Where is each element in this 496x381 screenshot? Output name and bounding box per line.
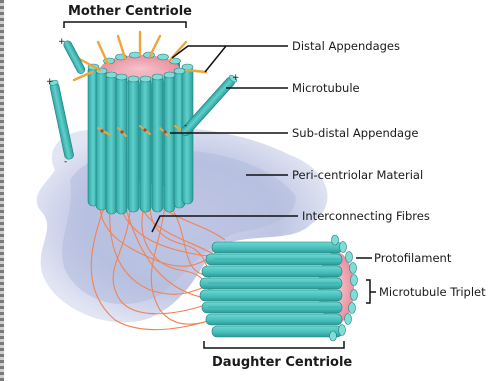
label-interconnecting-fibres: Interconnecting Fibres — [302, 209, 430, 223]
label-protofilament: Protofilament — [374, 251, 451, 265]
mother-centriole-title: Mother Centriole — [68, 5, 192, 19]
daughter-centriole-title: Daughter Centriole — [212, 356, 352, 370]
label-pericentriolar-material: Peri-centriolar Material — [292, 168, 423, 182]
label-microtubule: Microtubule — [292, 81, 360, 95]
plus-sign-mt-right: + — [232, 73, 240, 83]
label-microtubule-triplet: Microtubule Triplet — [379, 285, 486, 299]
mother-front-tubes — [88, 66, 193, 214]
plus-sign-distal-left: + — [58, 37, 66, 47]
minus-sign-mt-left: - — [64, 157, 67, 167]
plus-sign-mt-left: + — [46, 77, 54, 87]
daughter-centriole — [200, 235, 358, 341]
label-sub-distal-appendage: Sub-distal Appendage — [292, 126, 418, 140]
minus-sign-mt-right: - — [184, 121, 187, 131]
label-distal-appendages: Distal Appendages — [292, 39, 400, 53]
